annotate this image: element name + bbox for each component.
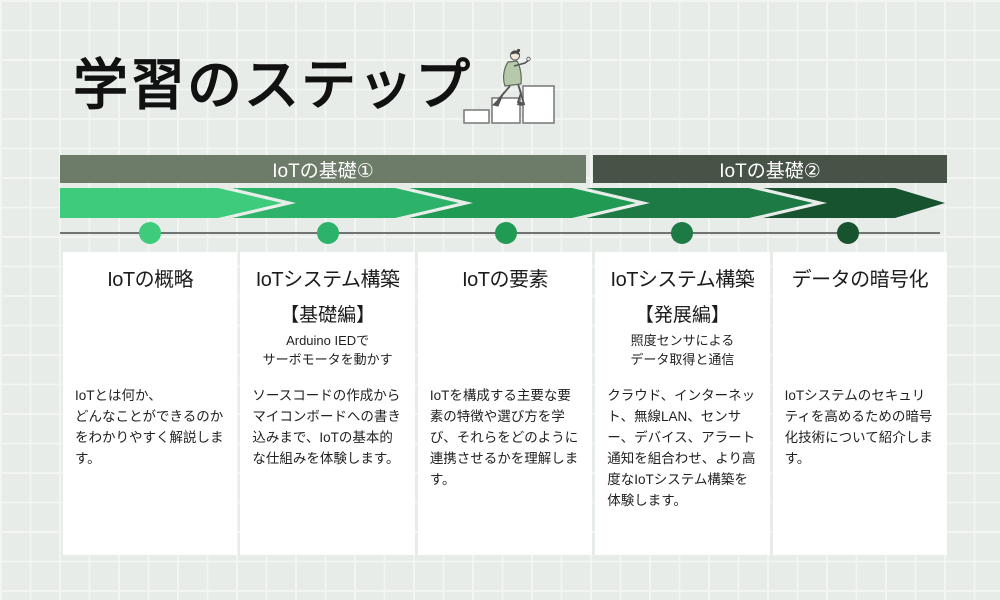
arrow-segment-4 xyxy=(586,188,813,218)
milestone-dot-1 xyxy=(139,222,161,244)
phase-bar-1: IoTの基礎① xyxy=(60,155,586,183)
step-cards-row: IoTの概略 IoTとは何か、 どんなことができるのかをわかりやすく解説します。… xyxy=(63,252,948,555)
milestone-dot-5 xyxy=(837,222,859,244)
arrow-segment-2 xyxy=(232,188,459,218)
step-card-5: データの暗号化 IoTシステムのセキュリティを高めるための暗号化技術について紹介… xyxy=(772,252,948,555)
milestone-dot-2 xyxy=(317,222,339,244)
milestone-dot-4 xyxy=(671,222,693,244)
step-4-subtitle: 【発展編】 xyxy=(634,305,730,326)
arrow-segment-5 xyxy=(763,188,945,218)
milestone-line xyxy=(60,222,940,244)
step-card-2: IoTシステム構築 【基礎編】 Arduino IEDで サーボモータを動かす … xyxy=(240,252,415,555)
step-card-1: IoTの概略 IoTとは何か、 どんなことができるのかをわかりやすく解説します。 xyxy=(63,252,238,555)
phase-1-label: IoTの基礎① xyxy=(272,160,374,182)
person-figure xyxy=(491,48,531,107)
page-title: 学習のステップ xyxy=(73,54,473,116)
steps-person-icon xyxy=(463,48,555,124)
step-3-title: IoTの要素 xyxy=(462,269,548,291)
step-1-description: IoTとは何か、 どんなことができるのかをわかりやすく解説します。 xyxy=(75,388,224,466)
step-2-note: Arduino IEDで サーボモータを動かす xyxy=(262,333,393,367)
step-card-4: IoTシステム構築 【発展編】 照度センサによる データ取得と通信 クラウド、イ… xyxy=(595,252,770,555)
phase-2-label: IoTの基礎② xyxy=(719,160,821,182)
step-5-description: IoTシステムのセキュリティを高めるための暗号化技術について紹介します。 xyxy=(784,388,933,466)
step-2-subtitle: 【基礎編】 xyxy=(280,305,376,326)
step-3-description: IoTを構成する主要な要素の特徴や選び方を学び、それらをどのように連携させるかを… xyxy=(429,388,579,487)
milestone-dot-3 xyxy=(495,222,517,244)
phase-bar-2: IoTの基礎② xyxy=(593,155,947,183)
step-2-title: IoTシステム構築 xyxy=(255,269,400,291)
step-card-3: IoTの要素 IoTを構成する主要な要素の特徴や選び方を学び、それらをどのように… xyxy=(417,252,593,555)
step-1-title: IoTの概略 xyxy=(107,269,194,291)
step-4-note: 照度センサによる データ取得と通信 xyxy=(630,333,735,367)
arrow-segment-3 xyxy=(409,188,636,218)
step-4-description: クラウド、インターネット、無線LAN、センサー、デバイス、アラート通知を組合わせ… xyxy=(607,388,756,508)
timeline-arrow xyxy=(60,188,945,218)
arrow-segment-1 xyxy=(60,188,282,218)
step-5-title: データの暗号化 xyxy=(791,269,929,291)
step-2-description: ソースコードの作成からマイコンボードへの書き込みまで、IoTの基本的な仕組みを体… xyxy=(252,388,401,466)
step-4-title: IoTシステム構築 xyxy=(610,269,755,291)
